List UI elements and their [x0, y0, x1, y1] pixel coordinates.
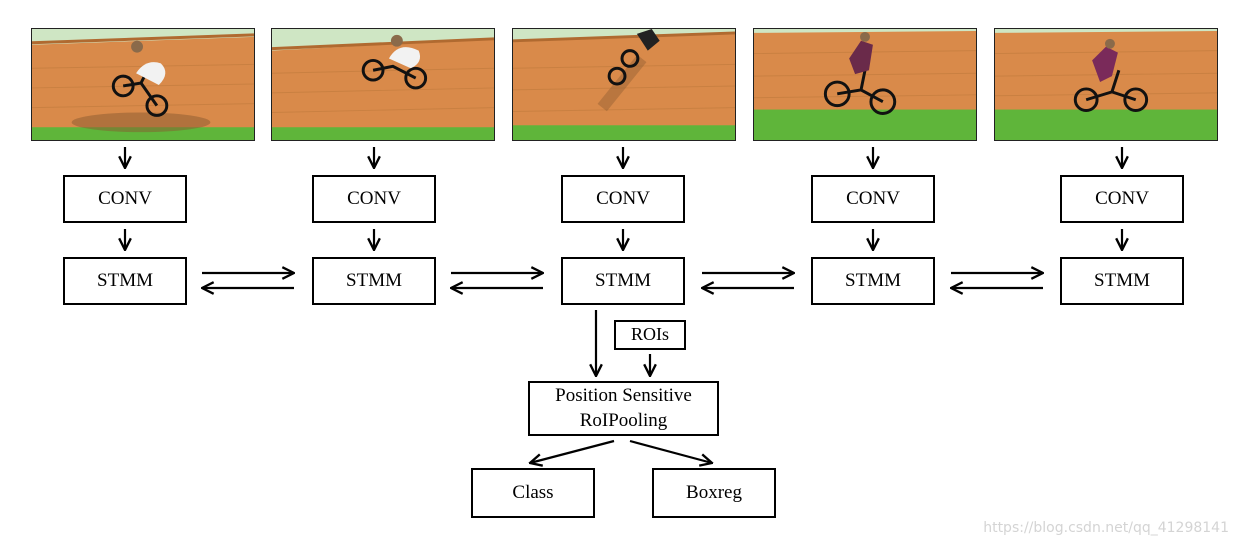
- video-frame-3: [512, 28, 736, 141]
- conv-box: CONV: [811, 175, 935, 223]
- arrow-pooling-to-class: [530, 439, 615, 463]
- rois-box: ROIs: [614, 320, 686, 350]
- ps-roipooling-box: Position Sensitive RoIPooling: [528, 381, 719, 436]
- ps-roipooling-line2: RoIPooling: [579, 409, 668, 431]
- boxreg-box: Boxreg: [652, 468, 776, 518]
- conv-box: CONV: [1060, 175, 1184, 223]
- video-frame-4: [753, 28, 977, 141]
- stmm-box: STMM: [312, 257, 436, 305]
- stmm-box: STMM: [811, 257, 935, 305]
- video-frame-2: [271, 28, 495, 141]
- stmm-box: STMM: [63, 257, 187, 305]
- watermark: https://blog.csdn.net/qq_41298141: [983, 520, 1229, 536]
- video-frame-5: [994, 28, 1218, 141]
- video-frame-1: [31, 28, 255, 141]
- class-box: Class: [471, 468, 595, 518]
- ps-roipooling-line1: Position Sensitive: [555, 384, 692, 406]
- conv-box: CONV: [63, 175, 187, 223]
- stmm-box: STMM: [561, 257, 685, 305]
- stmm-box: STMM: [1060, 257, 1184, 305]
- conv-box: CONV: [561, 175, 685, 223]
- conv-box: CONV: [312, 175, 436, 223]
- arrow-pooling-to-boxreg: [629, 439, 712, 463]
